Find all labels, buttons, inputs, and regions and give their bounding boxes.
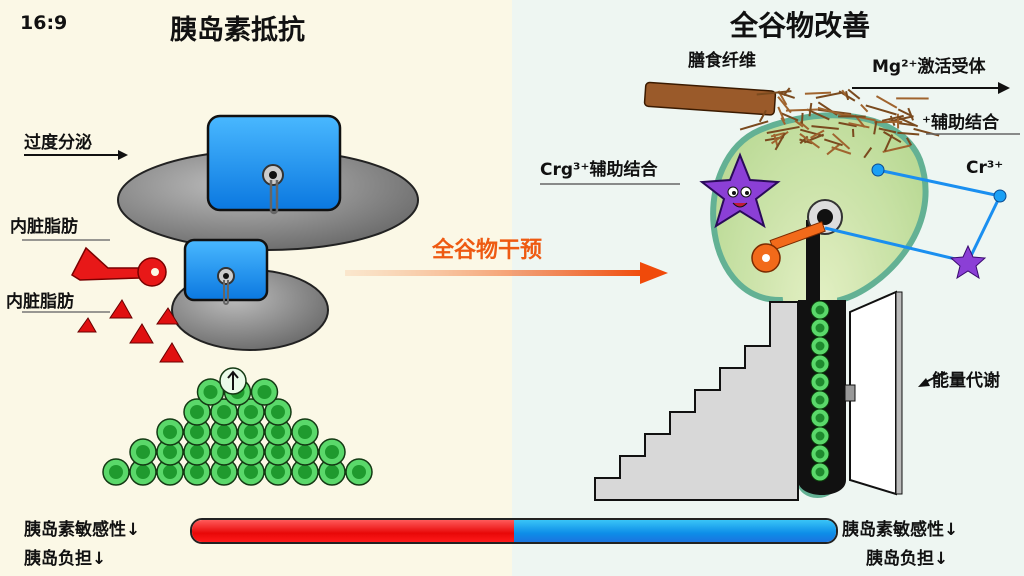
fiber-strand bbox=[800, 128, 824, 137]
fiber-strand bbox=[739, 120, 769, 131]
red-key-icon bbox=[71, 246, 167, 287]
fiber-strand bbox=[758, 109, 767, 123]
smiling-purple-star-icon bbox=[699, 152, 781, 229]
right-sensitivity-label: 胰岛素敏感性↓ bbox=[842, 520, 959, 540]
left-title: 胰岛素抵抗 bbox=[170, 15, 305, 46]
fiber-strand bbox=[881, 114, 904, 122]
fiber-strand bbox=[863, 147, 873, 159]
fiber-strand bbox=[799, 133, 821, 149]
cr-linkage bbox=[824, 163, 1007, 264]
open-door-icon bbox=[844, 290, 903, 496]
fiber-strand bbox=[794, 119, 804, 128]
fiber-strand bbox=[780, 117, 786, 125]
fiber-strand bbox=[824, 138, 843, 147]
fiber-strand bbox=[770, 132, 785, 138]
intervention-arrow bbox=[345, 262, 668, 284]
bar-red-segment bbox=[192, 520, 514, 542]
fiber-strand bbox=[878, 127, 897, 134]
fiber-strand bbox=[906, 137, 913, 146]
crg-assist-label: Crg³⁺辅助结合 bbox=[540, 160, 658, 180]
dietary-fiber-nest bbox=[739, 87, 940, 159]
fiber-strand bbox=[785, 108, 818, 112]
visceral-fat-label-1: 内脏脂肪 bbox=[10, 217, 78, 237]
fiber-strand bbox=[888, 115, 914, 123]
fiber-strand bbox=[826, 143, 841, 156]
fiber-strand bbox=[907, 107, 915, 121]
energy-arrow bbox=[918, 371, 946, 387]
fiber-strand bbox=[815, 91, 842, 99]
orange-key-icon bbox=[751, 221, 826, 273]
assist-binding-label: ⁺辅助结合 bbox=[922, 113, 999, 133]
fiber-strand bbox=[898, 122, 917, 127]
mg-receptor-arrow bbox=[852, 82, 1010, 94]
fiber-strand bbox=[810, 129, 825, 139]
fiber-strand bbox=[882, 144, 911, 153]
aspect-ratio-label: 16:9 bbox=[20, 12, 68, 34]
cr3-label: Cr³⁺ bbox=[966, 158, 1004, 178]
fiber-strand bbox=[774, 132, 786, 151]
fiber-strand bbox=[832, 133, 851, 150]
fiber-strand bbox=[897, 108, 913, 118]
fiber-strand bbox=[875, 95, 898, 109]
fiber-strand bbox=[803, 133, 825, 144]
oversecretion-arrow bbox=[24, 150, 128, 160]
mg-receptor-label: Mg²⁺激活受体 bbox=[872, 57, 986, 77]
fiber-strand bbox=[847, 88, 861, 100]
small-lock-icon bbox=[183, 238, 269, 305]
visceral-fat-label-2: 内脏脂肪 bbox=[6, 292, 74, 312]
beta-cell-pyramid bbox=[102, 367, 373, 486]
fiber-strand bbox=[777, 91, 795, 99]
fiber-strand bbox=[777, 106, 786, 122]
fiber-strand bbox=[865, 104, 897, 116]
dietary-fiber-label: 膳食纤维 bbox=[688, 51, 756, 71]
right-burden-label: 胰岛负担↓ bbox=[866, 549, 949, 569]
staircase bbox=[594, 301, 799, 501]
fiber-strand bbox=[811, 125, 839, 130]
left-sensitivity-label: 胰岛素敏感性↓ bbox=[24, 520, 141, 540]
fiber-strand bbox=[838, 121, 857, 128]
small-purple-star-icon bbox=[949, 244, 987, 280]
oversecretion-label: 过度分泌 bbox=[24, 133, 92, 153]
red-fat-triangles bbox=[77, 299, 184, 363]
fiber-stick bbox=[643, 81, 777, 116]
intervention-label: 全谷物干预 bbox=[432, 238, 543, 263]
fiber-strand bbox=[848, 122, 870, 129]
fiber-strand bbox=[780, 112, 799, 122]
fiber-strand bbox=[873, 120, 878, 135]
channel-granules bbox=[810, 300, 830, 482]
label-underlines bbox=[540, 133, 1020, 185]
fiber-strand bbox=[804, 91, 832, 95]
up-arrow-icon bbox=[227, 370, 239, 390]
fiber-strand bbox=[800, 112, 804, 124]
energy-metabolism-label: 能量代谢 bbox=[932, 371, 1000, 391]
right-title: 全谷物改善 bbox=[730, 9, 871, 42]
left-burden-label: 胰岛负担↓ bbox=[24, 549, 107, 569]
bar-blue-segment bbox=[514, 520, 836, 542]
fiber-strand bbox=[860, 103, 869, 113]
fiber-strand bbox=[766, 125, 800, 134]
fiber-strand bbox=[845, 91, 850, 101]
fiber-strand bbox=[808, 102, 813, 117]
fiber-strand bbox=[897, 131, 920, 136]
sensitivity-gradient-bar bbox=[190, 518, 838, 544]
fiber-strand bbox=[883, 134, 894, 152]
large-lock-icon bbox=[206, 114, 342, 215]
fiber-strand bbox=[817, 106, 849, 118]
